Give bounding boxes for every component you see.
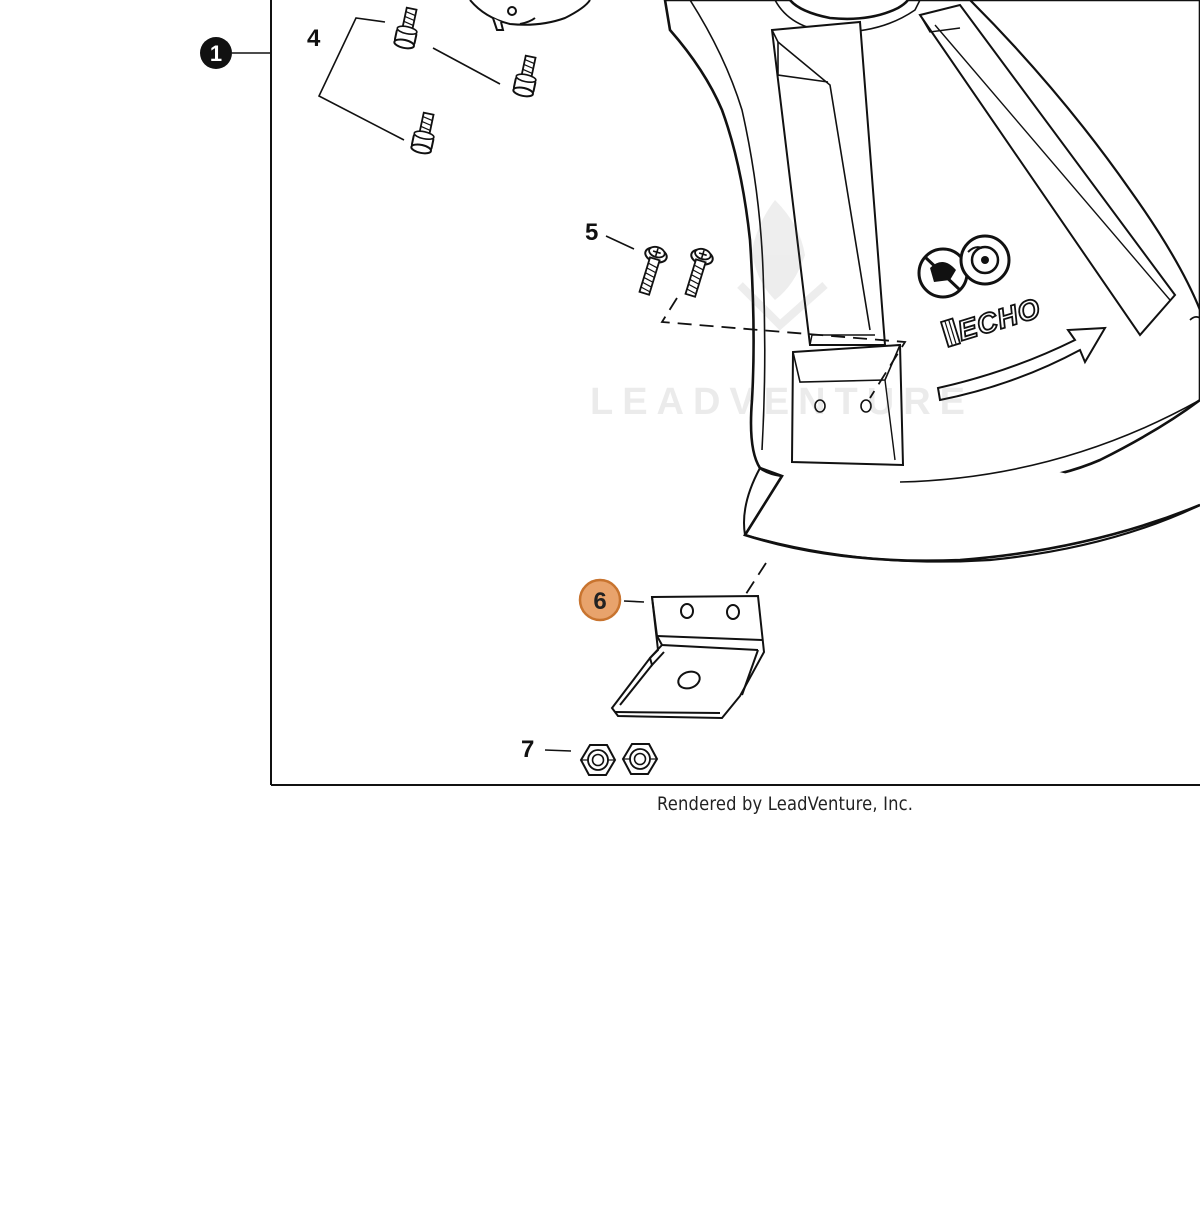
screw-5a xyxy=(638,245,668,296)
callout-4-label: 4 xyxy=(307,25,321,52)
callout-4[interactable]: 4 xyxy=(307,17,501,141)
callout-6-label: 6 xyxy=(593,588,606,615)
debris-guard: ECHO xyxy=(663,0,1200,563)
callout-7-label: 7 xyxy=(521,736,534,763)
bracket-part-6 xyxy=(610,594,766,720)
safety-warning-icon xyxy=(917,234,1011,299)
callout-1[interactable]: 1 xyxy=(200,37,232,69)
callout-5[interactable]: 5 xyxy=(585,219,635,250)
callout-6[interactable]: 6 xyxy=(578,578,645,622)
nut-7b xyxy=(621,743,659,775)
screw-5b xyxy=(684,247,714,298)
callout-1-label: 1 xyxy=(210,41,222,66)
footer-credit: Rendered by LeadVenture, Inc. xyxy=(657,793,914,815)
watermark: LEADVENTURE xyxy=(590,200,974,423)
clutch-plate-fragment xyxy=(469,0,591,31)
assembly-frame xyxy=(232,0,1200,786)
nut-7a xyxy=(579,744,617,776)
screw-4c xyxy=(410,111,435,155)
screw-4b xyxy=(512,54,537,98)
footer: Rendered by LeadVenture, Inc. xyxy=(0,793,1200,823)
watermark-text: LEADVENTURE xyxy=(590,381,974,423)
callout-5-label: 5 xyxy=(585,219,598,246)
callout-7[interactable]: 7 xyxy=(521,736,572,763)
assembly-dashed-lines xyxy=(660,297,907,601)
screw-4a xyxy=(393,6,418,50)
